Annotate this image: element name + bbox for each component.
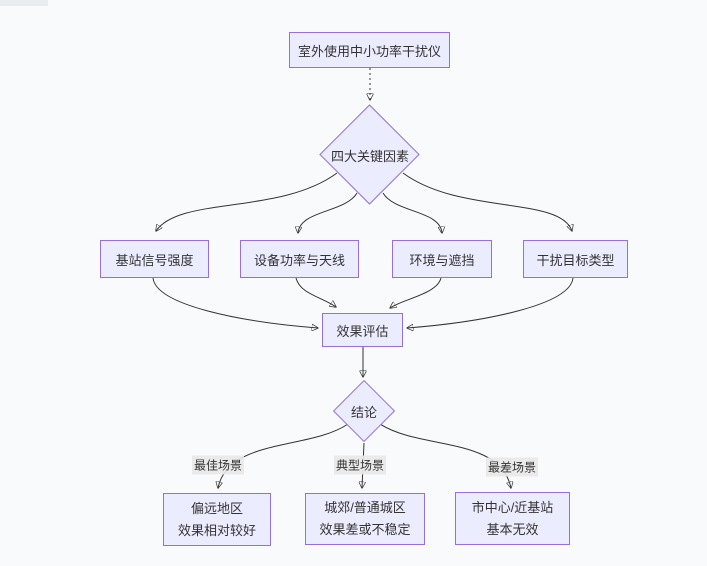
node-best-line2: 效果相对较好 <box>177 522 256 538</box>
node-best-line1: 偏远地区 <box>190 500 243 516</box>
node-typical-line2: 效果差或不稳定 <box>319 522 411 537</box>
node-worst-line2: 基本无效 <box>486 521 539 537</box>
edge-env-eval <box>390 277 442 308</box>
node-best: 偏远地区 效果相对较好 <box>163 493 271 546</box>
edge-label-worst: 最差场景 <box>485 457 539 477</box>
node-eval: 效果评估 <box>322 313 403 347</box>
node-typical: 城郊/普通城区 效果差或不稳定 <box>305 493 425 545</box>
node-signal: 基站信号强度 <box>100 240 209 278</box>
node-signal-label: 基站信号强度 <box>115 252 194 268</box>
edge-label-typical: 典型场景 <box>333 455 387 475</box>
node-factors: 四大关键因素 <box>319 104 420 206</box>
screenshot-corner-artifact <box>0 0 48 6</box>
node-env-label: 环境与遮挡 <box>409 252 475 268</box>
node-conclusion-label: 结论 <box>350 404 377 420</box>
edge-label-best: 最佳场景 <box>191 455 245 475</box>
edge-factors-power <box>298 192 358 233</box>
node-conclusion: 结论 <box>332 379 396 443</box>
edge-factors-env <box>382 192 442 233</box>
node-env: 环境与遮挡 <box>392 240 492 278</box>
edge-signal-eval <box>152 277 318 328</box>
node-target: 干扰目标类型 <box>523 240 628 278</box>
node-worst: 市中心/近基站 基本无效 <box>455 492 570 545</box>
node-worst-line1: 市中心/近基站 <box>471 499 554 515</box>
node-typical-line1: 城郊/普通城区 <box>324 500 406 515</box>
node-factors-label: 四大关键因素 <box>330 148 409 164</box>
node-power: 设备功率与天线 <box>240 240 359 278</box>
edge-factors-target <box>402 172 572 231</box>
node-power-label: 设备功率与天线 <box>253 252 345 268</box>
edge-factors-signal <box>156 172 338 231</box>
node-start: 室外使用中小功率干扰仪 <box>289 32 450 68</box>
node-start-label: 室外使用中小功率干扰仪 <box>297 43 441 59</box>
edge-conclusion-worst <box>379 423 511 488</box>
node-target-label: 干扰目标类型 <box>536 252 615 268</box>
edge-power-eval <box>295 277 336 307</box>
node-eval-label: 效果评估 <box>336 323 389 339</box>
edge-target-eval <box>407 277 574 328</box>
